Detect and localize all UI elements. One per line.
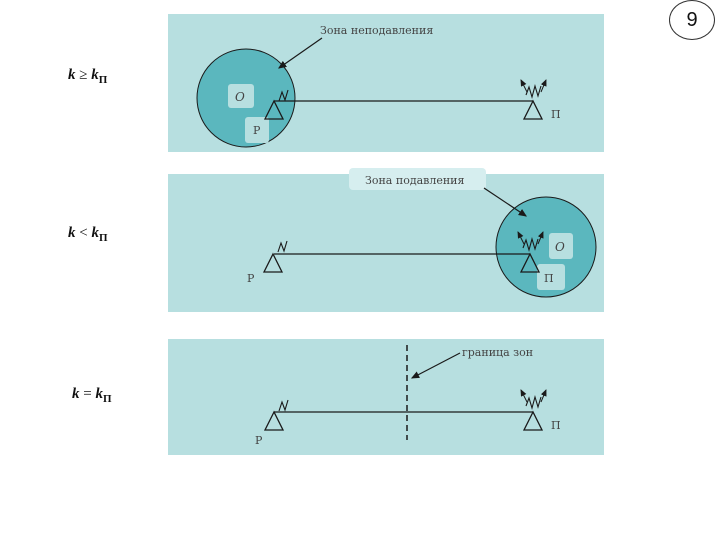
k-symbol: k [68, 67, 76, 83]
condition-row-3: k = kП [72, 386, 112, 405]
right-station-label-box [537, 264, 565, 290]
k-symbol: k [72, 386, 80, 402]
left-station-label-box [245, 117, 269, 143]
relation-symbol: < [79, 225, 88, 241]
slide-number: 9 [669, 0, 715, 40]
kp-subscript: П [102, 393, 112, 405]
kp-symbol: k [91, 225, 99, 241]
panel-3: граница зон P П [168, 339, 604, 455]
relation-symbol: = [83, 386, 92, 402]
left-station-icon [262, 240, 288, 273]
zone-letter: O [235, 90, 245, 104]
right-station-label: П [551, 108, 561, 121]
zone-caption: Зона неподавления [320, 24, 433, 37]
zone-caption-box [349, 168, 486, 190]
zone-letter-box [549, 233, 573, 259]
zone-letter: O [555, 240, 565, 254]
zone-letter-box [228, 84, 254, 108]
kp-symbol: k [91, 67, 99, 83]
left-station-label: P [253, 124, 261, 137]
panel-2: Зона подавления O П P [168, 168, 604, 312]
left-station-icon [263, 399, 289, 431]
right-station-label: П [551, 419, 561, 432]
right-station-icon [520, 389, 547, 431]
k-symbol: k [68, 225, 76, 241]
panel-background [168, 339, 604, 455]
kp-subscript: П [98, 232, 108, 244]
panel-1: Зона неподавления O P П [168, 14, 604, 152]
kp-subscript: П [98, 74, 108, 86]
caption-arrow [278, 37, 323, 69]
right-station-icon [517, 231, 544, 273]
zone-caption: граница зон [462, 346, 533, 359]
right-station-label: П [544, 272, 554, 285]
left-station-label: P [247, 272, 255, 285]
left-station-label: P [255, 434, 263, 447]
zone-caption: Зона подавления [365, 174, 465, 187]
left-station-icon [263, 89, 289, 120]
caption-arrow [483, 187, 527, 217]
right-station-icon [520, 79, 547, 120]
kp-symbol: k [95, 386, 103, 402]
condition-row-2: k < kП [68, 225, 108, 244]
caption-arrow [410, 352, 461, 379]
condition-row-1: k ≥ kП [68, 67, 107, 86]
relation-symbol: ≥ [79, 67, 88, 83]
